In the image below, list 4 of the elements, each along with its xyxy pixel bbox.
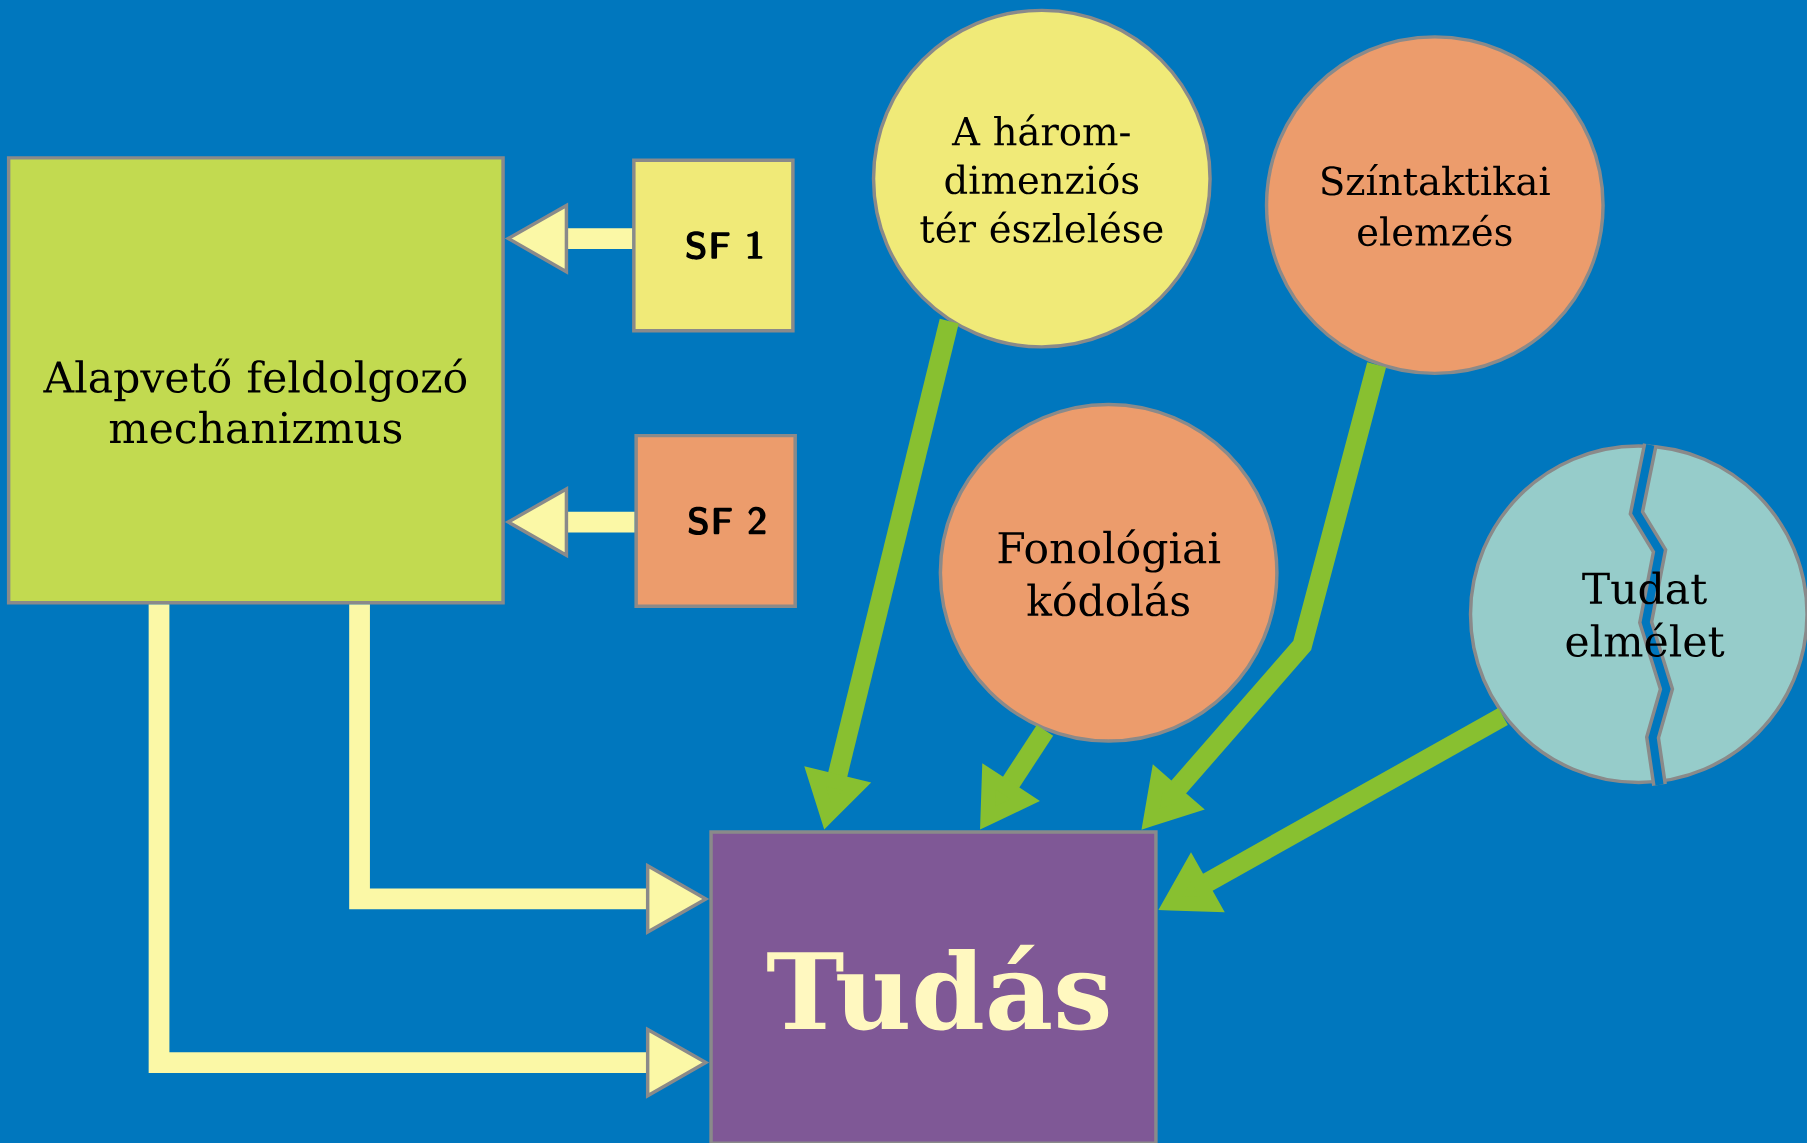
process-box: Alapvető feldolgozó mechanizmus	[6, 156, 505, 605]
target-box: Tudás	[709, 830, 1158, 1143]
source-box: SF 1	[632, 158, 795, 333]
source-box: SF 2	[634, 433, 797, 608]
